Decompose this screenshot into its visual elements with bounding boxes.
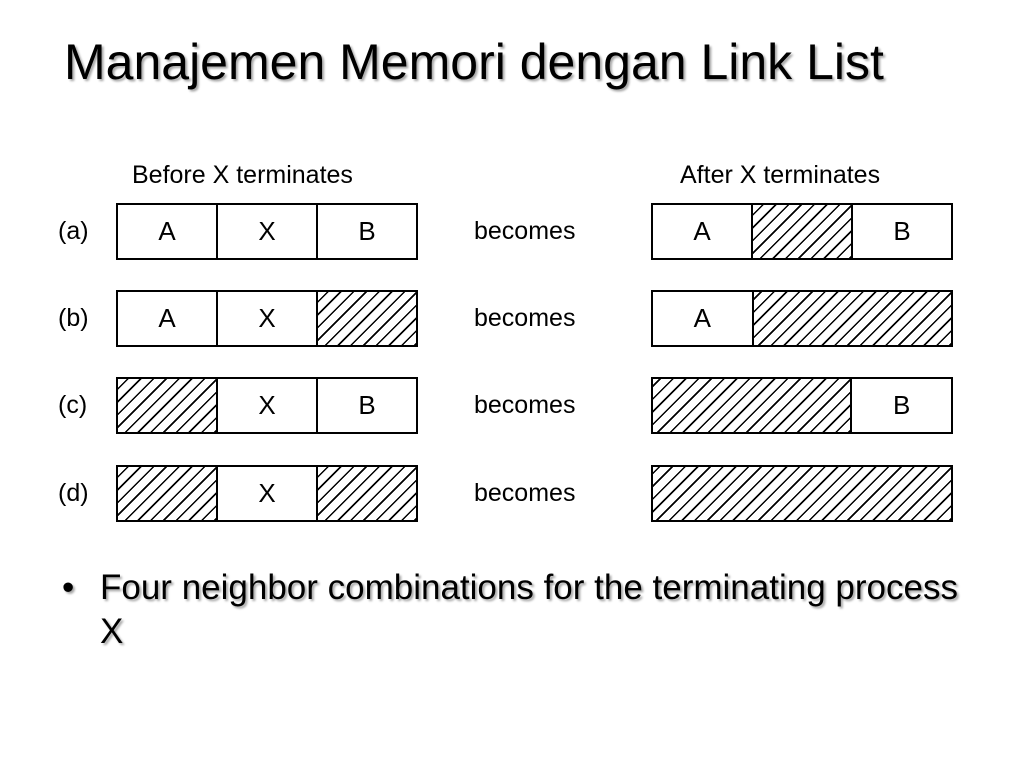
process-segment: B <box>892 390 911 420</box>
free-hole-segment <box>118 379 218 432</box>
process-segment: X <box>218 379 318 432</box>
process-segment: X <box>218 467 318 520</box>
row-label-b: (b) <box>58 304 89 332</box>
free-hole-segment <box>753 292 951 345</box>
free-hole-segment <box>753 205 853 258</box>
process-segment: B <box>358 216 376 246</box>
after-header: After X terminates <box>680 161 881 189</box>
process-segment: A <box>118 292 218 345</box>
free-hole-segment <box>318 292 416 345</box>
bullet-item: • Four neighbor combinations for the ter… <box>62 566 962 654</box>
before-memory-bar-d: X <box>116 465 418 522</box>
process-segment: A <box>118 205 218 258</box>
becomes-label-c: becomes <box>474 391 576 419</box>
after-memory-bar-c: B <box>651 377 953 434</box>
free-hole-segment <box>318 467 416 520</box>
process-segment: A <box>653 205 753 258</box>
bullet-text: Four neighbor combinations for the termi… <box>100 568 958 651</box>
process-segment: A <box>653 292 754 345</box>
row-label-c: (c) <box>58 391 88 419</box>
row-label-a: (a) <box>58 217 89 245</box>
bullet-dot: • <box>62 568 75 607</box>
process-segment: X <box>218 292 318 345</box>
free-hole-segment <box>653 467 951 520</box>
after-memory-bar-b: A <box>651 290 953 347</box>
free-hole-segment <box>118 467 218 520</box>
becomes-label-b: becomes <box>474 304 576 332</box>
process-segment: X <box>218 205 318 258</box>
row-label-d: (d) <box>58 479 89 507</box>
process-segment: B <box>893 216 911 246</box>
before-header: Before X terminates <box>132 161 353 189</box>
process-segment: B <box>358 390 376 420</box>
becomes-label-d: becomes <box>474 479 576 507</box>
slide-title: Manajemen Memori dengan Link List <box>64 34 884 90</box>
after-memory-bar-d <box>651 465 953 522</box>
free-hole-segment <box>653 379 853 432</box>
becomes-label-a: becomes <box>474 217 576 245</box>
